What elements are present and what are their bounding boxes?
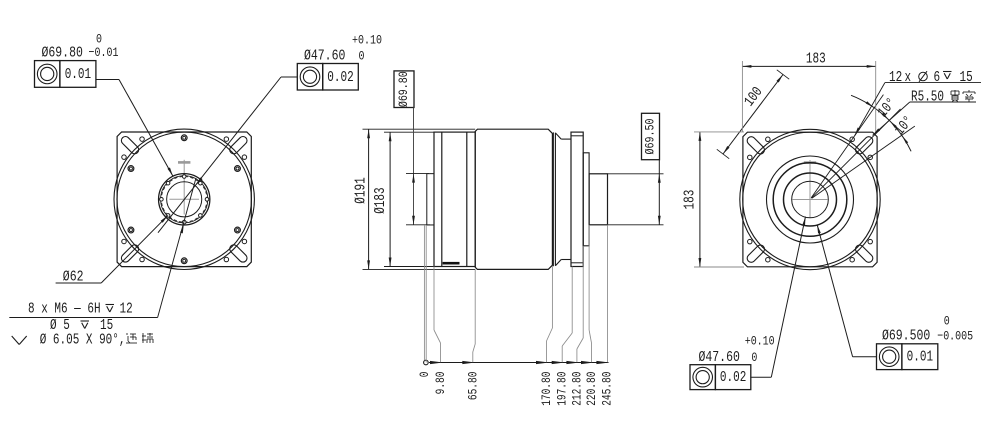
svg-text:Ø183: Ø183 xyxy=(372,187,389,213)
svg-text:Ø69.80: Ø69.80 xyxy=(42,45,83,62)
svg-text:65.80: 65.80 xyxy=(467,372,481,400)
svg-text:0.02: 0.02 xyxy=(327,68,353,85)
svg-text:0.01: 0.01 xyxy=(65,66,92,83)
svg-text:−0.01: −0.01 xyxy=(89,45,119,61)
svg-text:0: 0 xyxy=(419,372,433,378)
svg-text:Ø 6.05 X 90°,: Ø 6.05 X 90°, xyxy=(40,331,126,348)
svg-text:0: 0 xyxy=(751,350,757,366)
svg-text:Ø47.60: Ø47.60 xyxy=(304,48,345,65)
svg-text:197.80: 197.80 xyxy=(557,372,571,406)
svg-text:Ø62: Ø62 xyxy=(63,269,84,286)
svg-text:0: 0 xyxy=(96,31,102,47)
svg-text:x: x xyxy=(905,69,912,86)
svg-text:0: 0 xyxy=(359,48,365,64)
svg-text:220.80: 220.80 xyxy=(586,372,600,406)
svg-text:12: 12 xyxy=(120,300,133,317)
svg-text:Ø69.50: Ø69.50 xyxy=(642,119,658,155)
svg-text:6: 6 xyxy=(934,69,941,86)
svg-text:15: 15 xyxy=(960,69,973,86)
svg-text:R5.50: R5.50 xyxy=(911,88,944,105)
svg-text:+0.10: +0.10 xyxy=(745,333,775,349)
svg-text:Ø69.500: Ø69.500 xyxy=(882,328,930,345)
svg-text:Ø 5: Ø 5 xyxy=(50,317,70,334)
svg-text:212.80: 212.80 xyxy=(571,372,585,406)
svg-text:8 x M6 — 6H: 8 x M6 — 6H xyxy=(28,300,101,317)
svg-text:0.02: 0.02 xyxy=(720,369,746,386)
svg-text:0: 0 xyxy=(944,313,950,329)
svg-text:Ø69.80: Ø69.80 xyxy=(396,71,412,107)
svg-text:245.80: 245.80 xyxy=(601,372,615,406)
svg-text:170.80: 170.80 xyxy=(541,372,555,406)
svg-text:Ø191: Ø191 xyxy=(352,177,369,204)
svg-text:+0.10: +0.10 xyxy=(352,32,382,48)
svg-text:183: 183 xyxy=(681,190,698,210)
svg-text:Ø47.60: Ø47.60 xyxy=(699,350,740,367)
svg-text:12: 12 xyxy=(889,69,902,86)
svg-text:9.80: 9.80 xyxy=(435,372,449,395)
svg-text:15: 15 xyxy=(100,317,113,334)
svg-text:−0.005: −0.005 xyxy=(937,328,973,344)
svg-text:183: 183 xyxy=(806,50,826,67)
svg-text:0.01: 0.01 xyxy=(907,348,934,365)
